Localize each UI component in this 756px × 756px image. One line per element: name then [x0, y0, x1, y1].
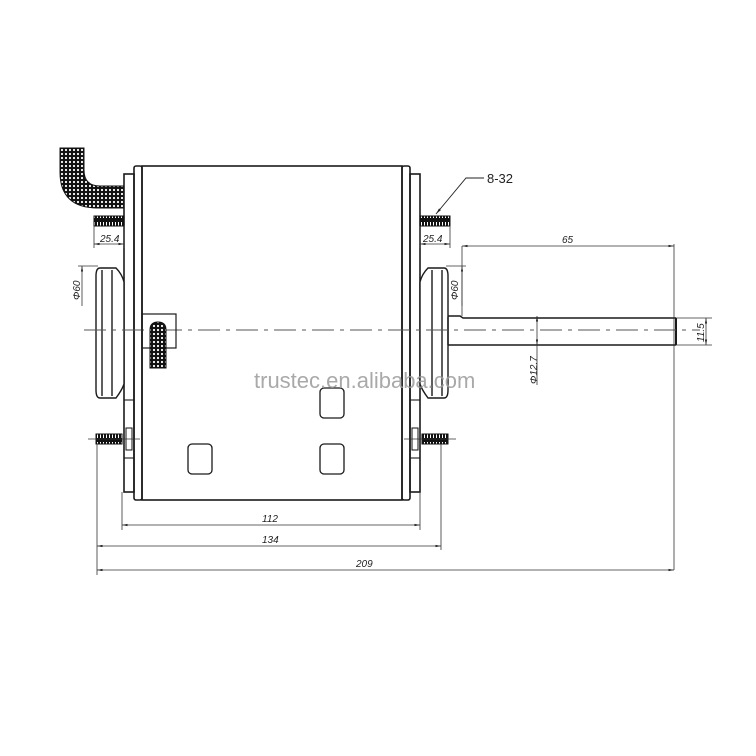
dim-overall-body-label: 134 [262, 535, 279, 546]
stud-bottom-right [404, 427, 456, 451]
slot-upper-right [319, 387, 345, 419]
dim-shaft-flat-label: 11.5 [696, 323, 707, 342]
bearing-left [95, 267, 125, 399]
watermark: trustec.en.alibaba.com [254, 368, 475, 393]
dim-body-length-label: 112 [262, 514, 278, 525]
svg-text:8-32: 8-32 [487, 171, 513, 186]
slot-lower-right [319, 443, 345, 475]
motor-body [123, 165, 421, 501]
dim-shaft-length [461, 244, 675, 570]
thread-callout: 8-32 [435, 171, 513, 215]
dim-stud-left-label: 25.4 [99, 234, 120, 245]
stud-top-left [93, 215, 125, 227]
mounting-slots [187, 387, 345, 475]
cable-grommet [141, 313, 177, 369]
end-plate-details [124, 399, 420, 459]
power-cable [59, 147, 125, 209]
dim-overall-length-label: 209 [355, 559, 373, 570]
dim-shaft-flat [676, 317, 712, 346]
stud-top-right [419, 215, 451, 227]
dim-bearing-left-label: Φ60 [72, 280, 83, 300]
dim-stud-right [419, 226, 451, 248]
bearing-right [419, 267, 449, 399]
dim-shaft-diameter-label: Φ12.7 [529, 356, 540, 384]
dim-overall-body [96, 444, 442, 575]
stud-bottom-left [88, 427, 140, 451]
dim-bearing-right-label: Φ60 [450, 280, 461, 300]
dim-bearing-left [78, 265, 98, 306]
dim-shaft-length-label: 65 [562, 235, 574, 246]
shaft [447, 315, 677, 346]
dim-stud-left [93, 226, 125, 248]
dim-stud-right-label: 25.4 [422, 234, 443, 245]
slot-lower-left [187, 443, 213, 475]
dim-body-length [121, 492, 421, 530]
